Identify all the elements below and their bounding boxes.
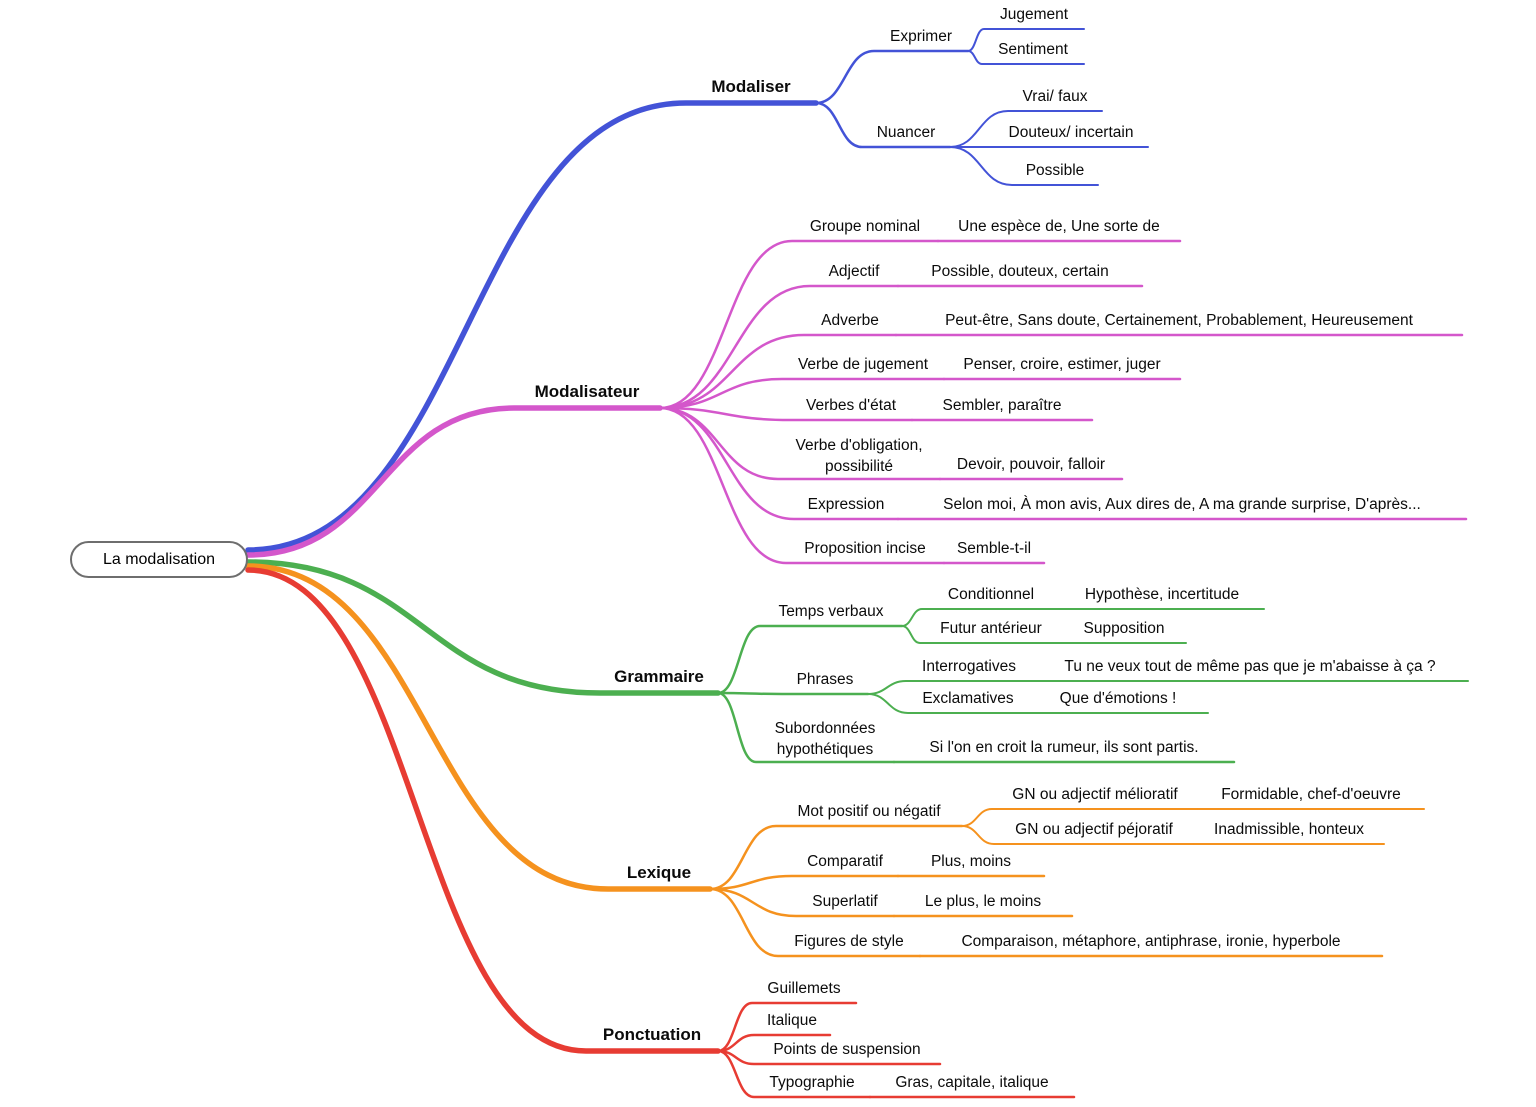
connector-path bbox=[658, 239, 940, 410]
connector-path bbox=[708, 887, 922, 958]
node-temps-verbaux[interactable]: Temps verbaux bbox=[778, 603, 884, 620]
connector-path bbox=[967, 50, 1085, 65]
node-douteux-incertain[interactable]: Douteux/ incertain bbox=[1008, 124, 1134, 141]
example-futur-anterieur[interactable]: Supposition bbox=[1083, 620, 1165, 637]
node-groupe-nominal[interactable]: Groupe nominal bbox=[809, 218, 921, 235]
node-mot-positif-negatif[interactable]: Mot positif ou négatif bbox=[797, 803, 941, 820]
node-subordonnees-hypothetiques[interactable]: Subordonnées hypothétiques bbox=[774, 720, 876, 758]
node-phrases[interactable]: Phrases bbox=[796, 671, 854, 688]
node-verbe-obligation-possibilite[interactable]: Verbe d'obligation, possibilité bbox=[795, 437, 923, 475]
connector-path bbox=[901, 608, 1061, 627]
node-expression[interactable]: Expression bbox=[807, 496, 885, 513]
node-adverbe[interactable]: Adverbe bbox=[821, 312, 879, 329]
node-exprimer[interactable]: Exprimer bbox=[889, 28, 952, 45]
node-exclamatives[interactable]: Exclamatives bbox=[922, 690, 1014, 707]
node-gn-pejoratif[interactable]: GN ou adjectif péjoratif bbox=[1015, 821, 1173, 838]
connector-path bbox=[658, 284, 900, 410]
connector-path bbox=[658, 333, 898, 410]
connector-path bbox=[716, 691, 870, 696]
node-guillemets[interactable]: Guillemets bbox=[767, 980, 841, 997]
node-nuancer[interactable]: Nuancer bbox=[876, 124, 936, 141]
connector-path bbox=[814, 101, 952, 149]
example-superlatif[interactable]: Le plus, le moins bbox=[924, 893, 1042, 910]
node-points-de-suspension[interactable]: Points de suspension bbox=[773, 1041, 921, 1058]
connector-path bbox=[658, 406, 914, 422]
connector-path bbox=[245, 405, 663, 558]
example-interrogatives[interactable]: Tu ne veux tout de même pas que je m'aba… bbox=[1064, 658, 1436, 675]
connector-path bbox=[716, 1049, 872, 1099]
connector-path bbox=[708, 824, 964, 891]
node-proposition-incise[interactable]: Proposition incise bbox=[804, 540, 926, 557]
connector-path bbox=[708, 874, 900, 891]
branch-modalisateur[interactable]: Modalisateur bbox=[534, 382, 640, 401]
connector-path bbox=[867, 693, 1029, 714]
node-possible[interactable]: Possible bbox=[1025, 162, 1085, 179]
node-sentiment[interactable]: Sentiment bbox=[998, 41, 1068, 58]
connector-path bbox=[716, 691, 896, 764]
connector-path bbox=[245, 559, 721, 696]
example-verbe-de-jugement[interactable]: Penser, croire, estimer, juger bbox=[963, 356, 1161, 373]
example-gn-pejoratif[interactable]: Inadmissible, honteux bbox=[1214, 821, 1364, 838]
node-figures-de-style[interactable]: Figures de style bbox=[794, 933, 904, 950]
connector-path bbox=[949, 110, 1103, 148]
example-groupe-nominal[interactable]: Une espèce de, Une sorte de bbox=[958, 218, 1160, 235]
example-expression[interactable]: Selon moi, À mon avis, Aux dires de, A m… bbox=[943, 496, 1421, 513]
connector-path bbox=[814, 49, 970, 105]
branch-ponctuation[interactable]: Ponctuation bbox=[602, 1025, 702, 1044]
connector-path bbox=[967, 28, 1085, 52]
node-typographie[interactable]: Typographie bbox=[769, 1074, 855, 1091]
node-gn-melioratif[interactable]: GN ou adjectif mélioratif bbox=[1012, 786, 1178, 803]
connector-path bbox=[961, 825, 1195, 845]
connector-path bbox=[658, 377, 946, 410]
example-verbe-obligation[interactable]: Devoir, pouvoir, falloir bbox=[956, 456, 1106, 473]
example-adjectif[interactable]: Possible, douteux, certain bbox=[931, 263, 1109, 280]
example-figures-de-style[interactable]: Comparaison, métaphore, antiphrase, iron… bbox=[961, 933, 1341, 950]
node-futur-anterieur[interactable]: Futur antérieur bbox=[940, 620, 1042, 637]
connector-path bbox=[949, 146, 1099, 186]
example-comparatif[interactable]: Plus, moins bbox=[930, 853, 1012, 870]
example-verbes-d-etat[interactable]: Sembler, paraître bbox=[942, 397, 1062, 414]
root-node[interactable]: La modalisation bbox=[70, 541, 248, 578]
branch-modaliser[interactable]: Modaliser bbox=[711, 77, 791, 96]
node-vrai-faux[interactable]: Vrai/ faux bbox=[1022, 88, 1088, 105]
branch-grammaire[interactable]: Grammaire bbox=[614, 667, 704, 686]
branch-lexique[interactable]: Lexique bbox=[626, 863, 692, 882]
node-interrogatives[interactable]: Interrogatives bbox=[922, 658, 1016, 675]
connector-path bbox=[716, 1001, 858, 1053]
node-jugement[interactable]: Jugement bbox=[999, 6, 1069, 23]
node-adjectif[interactable]: Adjectif bbox=[828, 263, 880, 280]
connector-path bbox=[901, 625, 1063, 644]
node-italique[interactable]: Italique bbox=[767, 1012, 817, 1029]
connector-path bbox=[245, 100, 819, 553]
example-adverbe[interactable]: Peut-être, Sans doute, Certainement, Pro… bbox=[945, 312, 1413, 329]
connector-path bbox=[658, 406, 946, 565]
connector-path bbox=[961, 808, 1199, 827]
example-conditionnel[interactable]: Hypothèse, incertitude bbox=[1084, 586, 1240, 603]
connector-path bbox=[708, 887, 896, 918]
node-superlatif[interactable]: Superlatif bbox=[812, 893, 878, 910]
connector-path bbox=[716, 624, 904, 695]
example-gn-melioratif[interactable]: Formidable, chef-d'oeuvre bbox=[1221, 786, 1401, 803]
example-subordonnees[interactable]: Si l'on en croit la rumeur, ils sont par… bbox=[929, 739, 1199, 756]
example-typographie[interactable]: Gras, capitale, italique bbox=[895, 1074, 1049, 1091]
node-comparatif[interactable]: Comparatif bbox=[807, 853, 883, 870]
node-verbe-de-jugement[interactable]: Verbe de jugement bbox=[797, 356, 929, 373]
connector-path bbox=[658, 406, 900, 521]
connector-path bbox=[245, 563, 713, 892]
node-conditionnel[interactable]: Conditionnel bbox=[947, 586, 1035, 603]
example-exclamatives[interactable]: Que d'émotions ! bbox=[1059, 690, 1177, 707]
example-proposition-incise[interactable]: Semble-t-il bbox=[956, 540, 1032, 557]
node-verbes-d-etat[interactable]: Verbes d'état bbox=[806, 397, 896, 414]
connector-path bbox=[245, 567, 721, 1054]
